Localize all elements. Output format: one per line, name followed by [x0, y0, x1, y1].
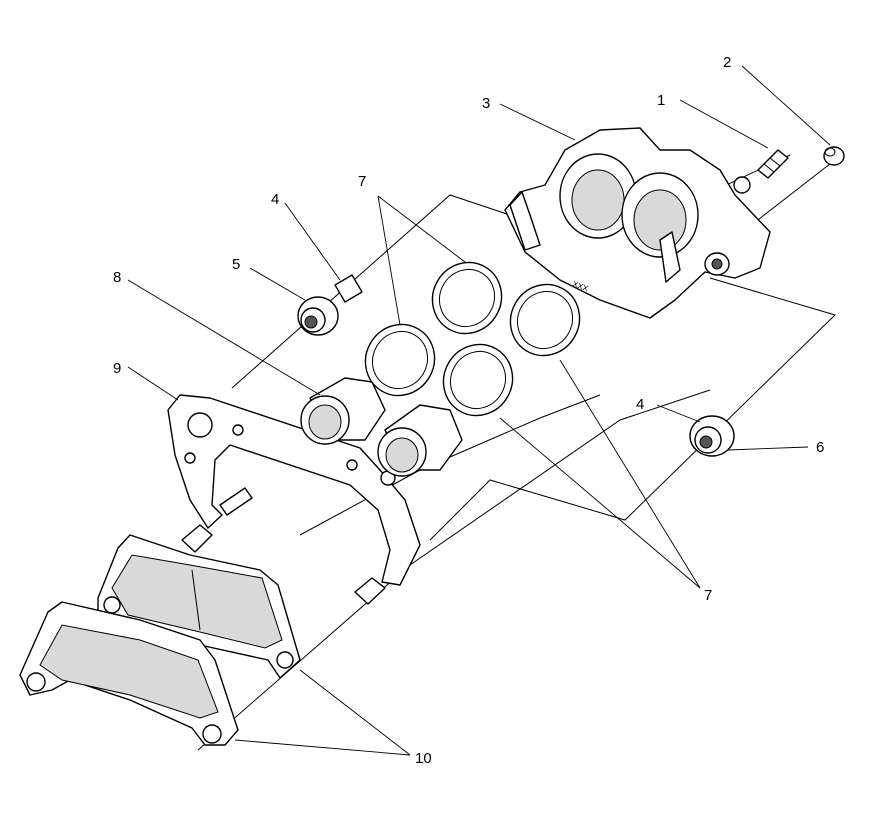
callout-7-upper: 7 — [358, 173, 366, 190]
callout-10: 10 — [415, 750, 432, 767]
guide-bolt-boot-right — [689, 415, 735, 457]
callout-3: 3 — [482, 95, 490, 112]
callout-4-lower: 4 — [636, 396, 644, 413]
callout-7-lower: 7 — [704, 587, 712, 604]
callout-4-upper: 4 — [271, 191, 279, 208]
caliper-bracket — [167, 394, 421, 605]
callout-8: 8 — [113, 269, 121, 286]
callout-1: 1 — [657, 92, 665, 109]
callouts: 1 2 3 4 4 5 6 7 7 8 9 10 — [113, 54, 824, 767]
guide-bolt-boot-left — [297, 274, 363, 336]
brake-pad-outer — [19, 601, 239, 746]
bleeder-cap — [823, 146, 845, 166]
leader-lines — [127, 65, 831, 756]
caliper-pistons — [300, 377, 463, 477]
callout-9: 9 — [113, 360, 121, 377]
caliper-housing: XXX — [504, 127, 771, 319]
callout-6: 6 — [816, 439, 824, 456]
piston-seal-rings — [364, 261, 581, 417]
callout-2: 2 — [723, 54, 731, 71]
bleeder-screw — [757, 149, 789, 179]
callout-5: 5 — [232, 256, 240, 273]
